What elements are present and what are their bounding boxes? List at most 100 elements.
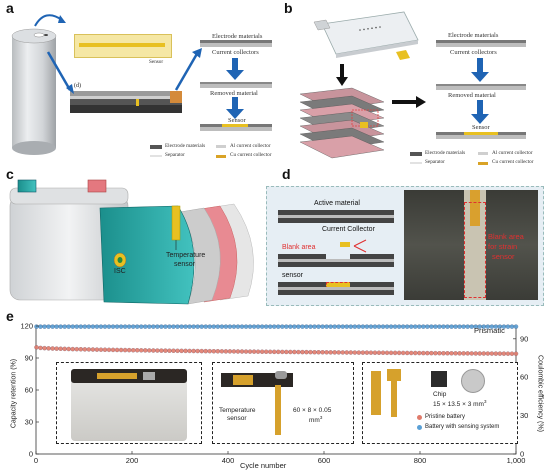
data-point: [400, 324, 406, 329]
data-point: [312, 324, 317, 329]
data-point: [445, 351, 450, 356]
data-point: [413, 350, 418, 356]
data-point: [308, 349, 313, 355]
data-point: [203, 324, 208, 329]
data-point: [376, 350, 382, 355]
data-point: [195, 348, 200, 354]
down-arrow-icon: [471, 100, 489, 124]
data-point: [453, 351, 458, 356]
chip-dims-value: 15 × 13.5 × 3 mm: [433, 401, 484, 409]
a-legend-al: Al current collector: [230, 143, 271, 149]
data-point: [320, 350, 325, 355]
data-point: [421, 350, 426, 356]
data-point: [171, 324, 176, 329]
data-point: [122, 324, 128, 329]
prismatic-cell-illustration: [9, 179, 254, 305]
data-point: [122, 347, 128, 353]
data-point: [449, 351, 454, 356]
inset-sensor-closeup: Temperature sensor 60 × 8 × 0.05 mm3: [212, 362, 354, 444]
b-legend-al: Al current collector: [492, 150, 533, 156]
data-point: [199, 324, 204, 329]
data-point: [356, 324, 362, 329]
data-point: [227, 324, 233, 329]
data-point: [288, 349, 293, 355]
panel-c-letter: c: [6, 166, 14, 182]
photo-label-3: sensor: [492, 252, 515, 261]
panel-e-letter: e: [6, 308, 14, 324]
data-point: [509, 351, 515, 356]
data-point: [70, 346, 75, 352]
data-point: [376, 324, 382, 329]
data-point: [227, 349, 233, 354]
data-point: [513, 324, 519, 329]
y-tick-label: 30: [25, 418, 33, 427]
data-point: [280, 349, 285, 355]
data-point: [231, 349, 237, 354]
a-legend-cu: Cu current collector: [230, 152, 272, 158]
data-point: [352, 324, 358, 329]
data-point: [421, 324, 426, 329]
current-collector-label: Current Collector: [322, 226, 375, 233]
legend-sensing: Battery with sensing system: [425, 424, 500, 430]
data-point: [296, 324, 301, 329]
data-point: [388, 350, 394, 356]
b-legend-separator: Separator: [425, 159, 445, 165]
data-point: [356, 350, 362, 355]
data-point: [332, 324, 337, 329]
data-point: [259, 349, 265, 354]
y-tick-label: 120: [20, 322, 33, 331]
data-point: [235, 324, 241, 329]
temp-sensor-e-1: Temperature: [219, 407, 256, 414]
data-point: [267, 324, 273, 329]
panel-a-letter: a: [6, 0, 14, 16]
data-point: [243, 349, 249, 354]
data-point: [126, 347, 132, 353]
data-point: [340, 324, 345, 329]
photo-label-2: for strain: [488, 242, 518, 251]
data-point: [102, 347, 108, 352]
data-point: [505, 351, 511, 356]
data-point: [267, 349, 273, 355]
data-point: [509, 324, 515, 329]
data-point: [380, 350, 386, 355]
y2-tick-label: 0: [520, 450, 524, 459]
data-point: [179, 324, 184, 329]
layered-stack: [299, 87, 385, 159]
data-point: [50, 346, 55, 351]
inset-battery-photo: [56, 362, 202, 444]
data-point: [38, 345, 43, 351]
data-point: [457, 324, 462, 329]
y-axis-label: Capacity retention (%): [10, 358, 18, 429]
data-point: [90, 324, 96, 329]
b-current-label: Current collectors: [450, 49, 497, 56]
data-point: [336, 324, 341, 329]
data-point: [219, 324, 225, 329]
x-tick-label: 1,000: [507, 456, 526, 465]
data-point: [135, 324, 140, 329]
electrode-photo: Blank area for strain sensor: [404, 190, 538, 300]
data-point: [159, 324, 164, 329]
legend-pristine-marker: [417, 415, 422, 420]
data-point: [433, 350, 438, 356]
data-point: [86, 347, 92, 352]
data-point: [469, 351, 474, 356]
data-point: [86, 324, 92, 329]
data-point: [98, 347, 104, 352]
y-tick-label: 60: [25, 386, 33, 395]
data-point: [388, 324, 394, 329]
data-point: [445, 324, 450, 329]
panel-d-letter: d: [282, 166, 291, 182]
data-point: [477, 351, 482, 356]
x-tick-label: 0: [34, 456, 38, 465]
data-point: [292, 324, 297, 329]
data-point: [332, 350, 337, 355]
data-point: [344, 350, 349, 355]
data-point: [501, 351, 507, 356]
data-point: [183, 324, 188, 329]
data-point: [344, 324, 349, 329]
right-arrow-icon: [392, 96, 426, 108]
temp-sensor-label-1: Temperature: [166, 252, 206, 259]
sensor-label-d: sensor: [282, 272, 304, 279]
data-point: [58, 324, 63, 329]
